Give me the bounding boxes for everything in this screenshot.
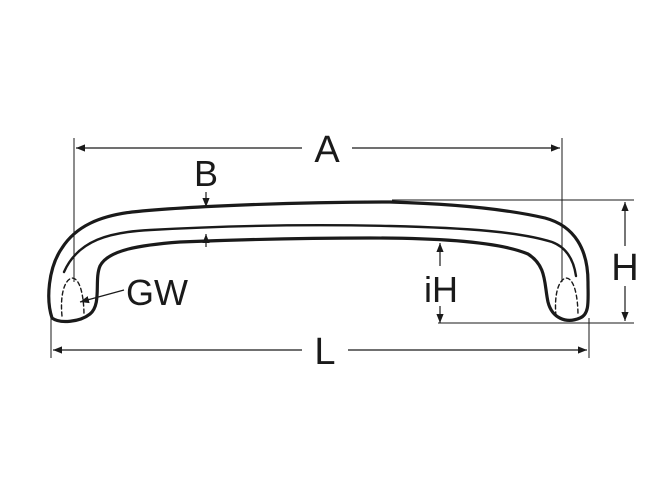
dimension-ih-label: iH — [424, 269, 458, 310]
dimension-gw-leader — [79, 289, 125, 304]
dimension-h-label: H — [611, 247, 638, 289]
dimension-h: H — [611, 202, 639, 321]
mounting-hole-left — [60, 277, 85, 317]
extension-lines — [50, 138, 634, 358]
handle-outline — [47, 200, 590, 324]
dimension-a: A — [76, 129, 560, 171]
handle-body — [47, 200, 590, 324]
mounting-hole-right — [554, 277, 579, 317]
handle-inner-edge — [62, 224, 578, 278]
dimension-ih: iH — [424, 243, 458, 323]
dimension-b-label: B — [194, 153, 218, 194]
dimension-l: L — [53, 331, 587, 373]
dimension-a-label: A — [314, 129, 340, 171]
dimension-l-label: L — [314, 331, 335, 373]
dimension-gw: GW — [79, 272, 188, 313]
dimension-gw-label: GW — [126, 272, 188, 313]
dimension-b: B — [194, 153, 218, 247]
